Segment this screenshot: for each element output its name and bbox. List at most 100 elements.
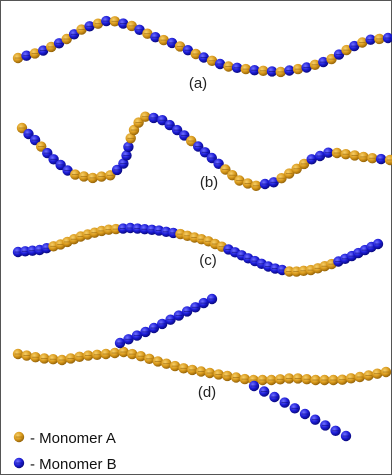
legend-bead-b: [13, 457, 25, 469]
monomer-a-bead: [326, 53, 337, 65]
monomer-b-bead: [365, 34, 376, 45]
monomer-a-bead: [341, 44, 352, 56]
monomer-b-bead: [301, 62, 312, 73]
monomer-b-bead: [55, 159, 66, 171]
monomer-b-bead: [284, 65, 295, 76]
monomer-b-bead: [148, 112, 159, 124]
monomer-a-bead: [109, 16, 121, 27]
monomer-b-bead: [140, 326, 151, 338]
monomer-a-bead: [220, 164, 231, 175]
chain-d-backbone: [12, 346, 392, 386]
monomer-b-bead: [231, 62, 243, 73]
monomer-b-bead: [173, 310, 184, 321]
monomer-a-bead: [275, 66, 286, 78]
legend-monomer-b-label: - Monomer B: [30, 456, 117, 473]
monomer-a-bead: [292, 373, 304, 384]
monomer-b-bead: [118, 158, 129, 169]
monomer-a-bead: [384, 154, 392, 166]
legend-bead-a: [13, 431, 25, 443]
monomer-b-bead: [21, 50, 32, 61]
monomer-b-bead: [101, 15, 112, 27]
panel-label-d: (d): [198, 384, 216, 401]
monomer-b-bead: [318, 56, 329, 68]
monomer-b-bead: [206, 152, 217, 164]
panel-label-c: (c): [199, 252, 217, 269]
monomer-a-bead: [340, 149, 351, 160]
monomer-a-bead: [135, 351, 146, 362]
monomer-a-bead: [118, 346, 129, 358]
monomer-b-bead: [164, 119, 175, 131]
monomer-a-bead: [190, 48, 201, 60]
monomer-b-bead: [330, 425, 341, 436]
monomer-a-bead: [174, 41, 186, 52]
monomer-a-bead: [61, 33, 72, 45]
monomer-b-bead: [68, 29, 80, 40]
monomer-b-bead: [198, 52, 209, 63]
monomer-b-bead: [266, 66, 278, 77]
monomer-b-bead: [249, 65, 260, 76]
monomer-b-bead: [171, 124, 183, 136]
chain-c-block: [12, 222, 384, 277]
monomer-a-bead: [234, 175, 245, 186]
monomer-a-bead: [47, 354, 59, 365]
legend-monomer-a-icon: [13, 431, 25, 443]
monomer-a-bead: [187, 364, 198, 376]
monomer-a-bead: [240, 63, 251, 75]
monomer-b-bead: [123, 141, 134, 153]
chain-d-branch-lower: [248, 380, 352, 442]
monomer-b-bead: [198, 297, 209, 309]
monomer-b-bead: [190, 302, 201, 313]
monomer-a-bead: [186, 135, 197, 147]
monomer-a-bead: [70, 169, 81, 180]
monomer-a-bead: [46, 41, 57, 53]
monomer-b-bead: [349, 40, 360, 52]
monomer-b-bead: [259, 178, 271, 190]
monomer-b-bead: [157, 318, 168, 330]
monomer-a-bead: [83, 350, 94, 361]
monomer-a-bead: [65, 353, 76, 364]
monomer-a-bead: [331, 147, 343, 159]
monomer-a-bead: [29, 48, 41, 59]
monomer-b-bead: [114, 337, 126, 349]
monomer-a-bead: [257, 374, 268, 386]
monomer-b-bead: [279, 397, 290, 408]
polymer-chains: [12, 15, 392, 442]
monomer-b-bead: [148, 322, 160, 334]
monomer-b-bead: [157, 115, 168, 126]
monomer-b-bead: [299, 408, 311, 420]
monomer-a-bead: [109, 347, 121, 359]
monomer-a-bead: [374, 33, 385, 45]
monomer-a-bead: [358, 151, 369, 163]
monomer-a-bead: [12, 52, 24, 64]
monomer-a-bead: [242, 178, 253, 189]
monomer-a-bead: [328, 374, 339, 386]
monomer-b-bead: [53, 38, 65, 49]
monomer-a-bead: [127, 348, 138, 360]
monomer-b-bead: [62, 165, 73, 176]
monomer-a-bead: [319, 374, 330, 386]
monomer-a-bead: [126, 20, 137, 32]
monomer-a-bead: [367, 153, 378, 164]
monomer-a-bead: [372, 368, 383, 379]
panel-label-a: (a): [189, 75, 207, 92]
legend: - Monomer A - Monomer B: [13, 430, 117, 473]
monomer-a-bead: [310, 374, 321, 386]
monomer-b-bead: [214, 58, 226, 70]
monomer-a-bead: [178, 363, 189, 374]
legend-monomer-b-icon: [13, 457, 25, 469]
monomer-b-bead: [111, 164, 123, 176]
monomer-a-bead: [140, 111, 151, 122]
monomer-a-bead: [230, 372, 242, 383]
monomer-a-bead: [39, 353, 50, 364]
monomer-b-bead: [199, 147, 211, 158]
monomer-b-bead: [268, 177, 279, 188]
monomer-a-bead: [298, 158, 310, 170]
monomer-a-bead: [142, 28, 153, 39]
monomer-b-bead: [306, 154, 317, 165]
monomer-a-bead: [133, 117, 144, 128]
monomer-a-bead: [74, 351, 85, 362]
monomer-a-bead: [12, 348, 24, 360]
monomer-a-bead: [56, 354, 68, 366]
monomer-b-bead: [29, 134, 41, 146]
